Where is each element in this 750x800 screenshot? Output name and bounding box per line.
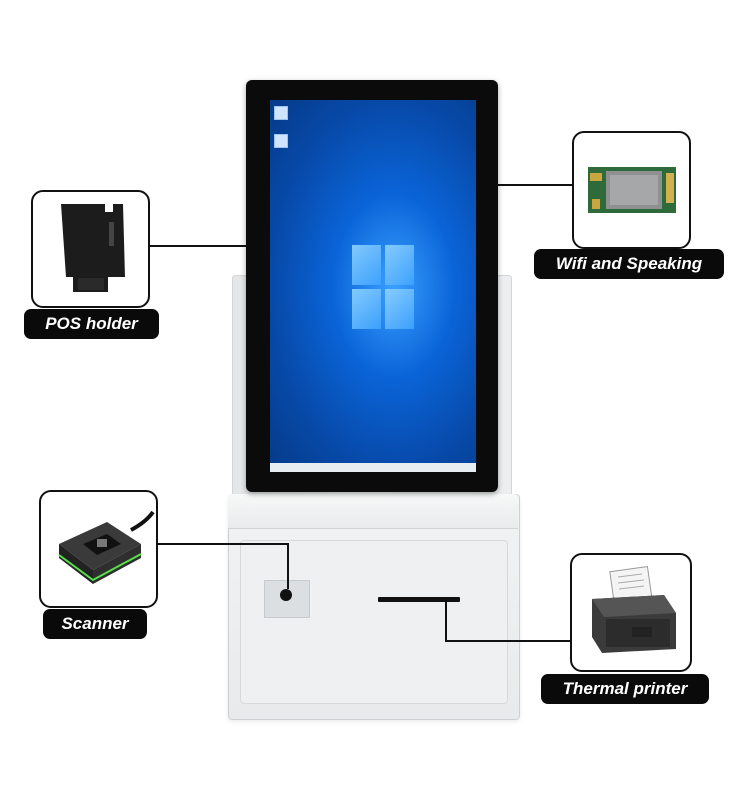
thermal-printer-icon xyxy=(592,565,676,653)
pos-holder-label: POS holder xyxy=(24,309,159,339)
pos-holder-icon xyxy=(61,204,125,292)
scanner-icon xyxy=(58,510,155,584)
printer-thumbnail xyxy=(570,553,692,672)
scanner-label: Scanner xyxy=(43,609,147,639)
wifi-label: Wifi and Speaking xyxy=(534,249,724,279)
scanner-connector-h xyxy=(158,543,288,545)
scanner-connector-v xyxy=(287,543,289,589)
kiosk-front-panel xyxy=(240,540,508,704)
wifi-connector xyxy=(497,184,573,186)
pos-holder-connector xyxy=(150,245,248,247)
scanner-lens xyxy=(280,589,292,601)
desktop-icon xyxy=(274,106,288,120)
monitor-screen xyxy=(270,100,476,472)
scanner-thumbnail xyxy=(39,490,158,608)
taskbar xyxy=(270,463,476,472)
pos-holder-thumbnail xyxy=(31,190,150,308)
kiosk-top-lip xyxy=(228,494,518,529)
printer-connector-v xyxy=(445,600,447,642)
desktop-icon xyxy=(274,134,288,148)
printer-slot xyxy=(378,597,460,602)
printer-label: Thermal printer xyxy=(541,674,709,704)
wifi-thumbnail xyxy=(572,131,691,249)
windows-logo-icon xyxy=(352,245,414,329)
printer-connector-h xyxy=(445,640,573,642)
wifi-module-icon xyxy=(588,167,676,213)
